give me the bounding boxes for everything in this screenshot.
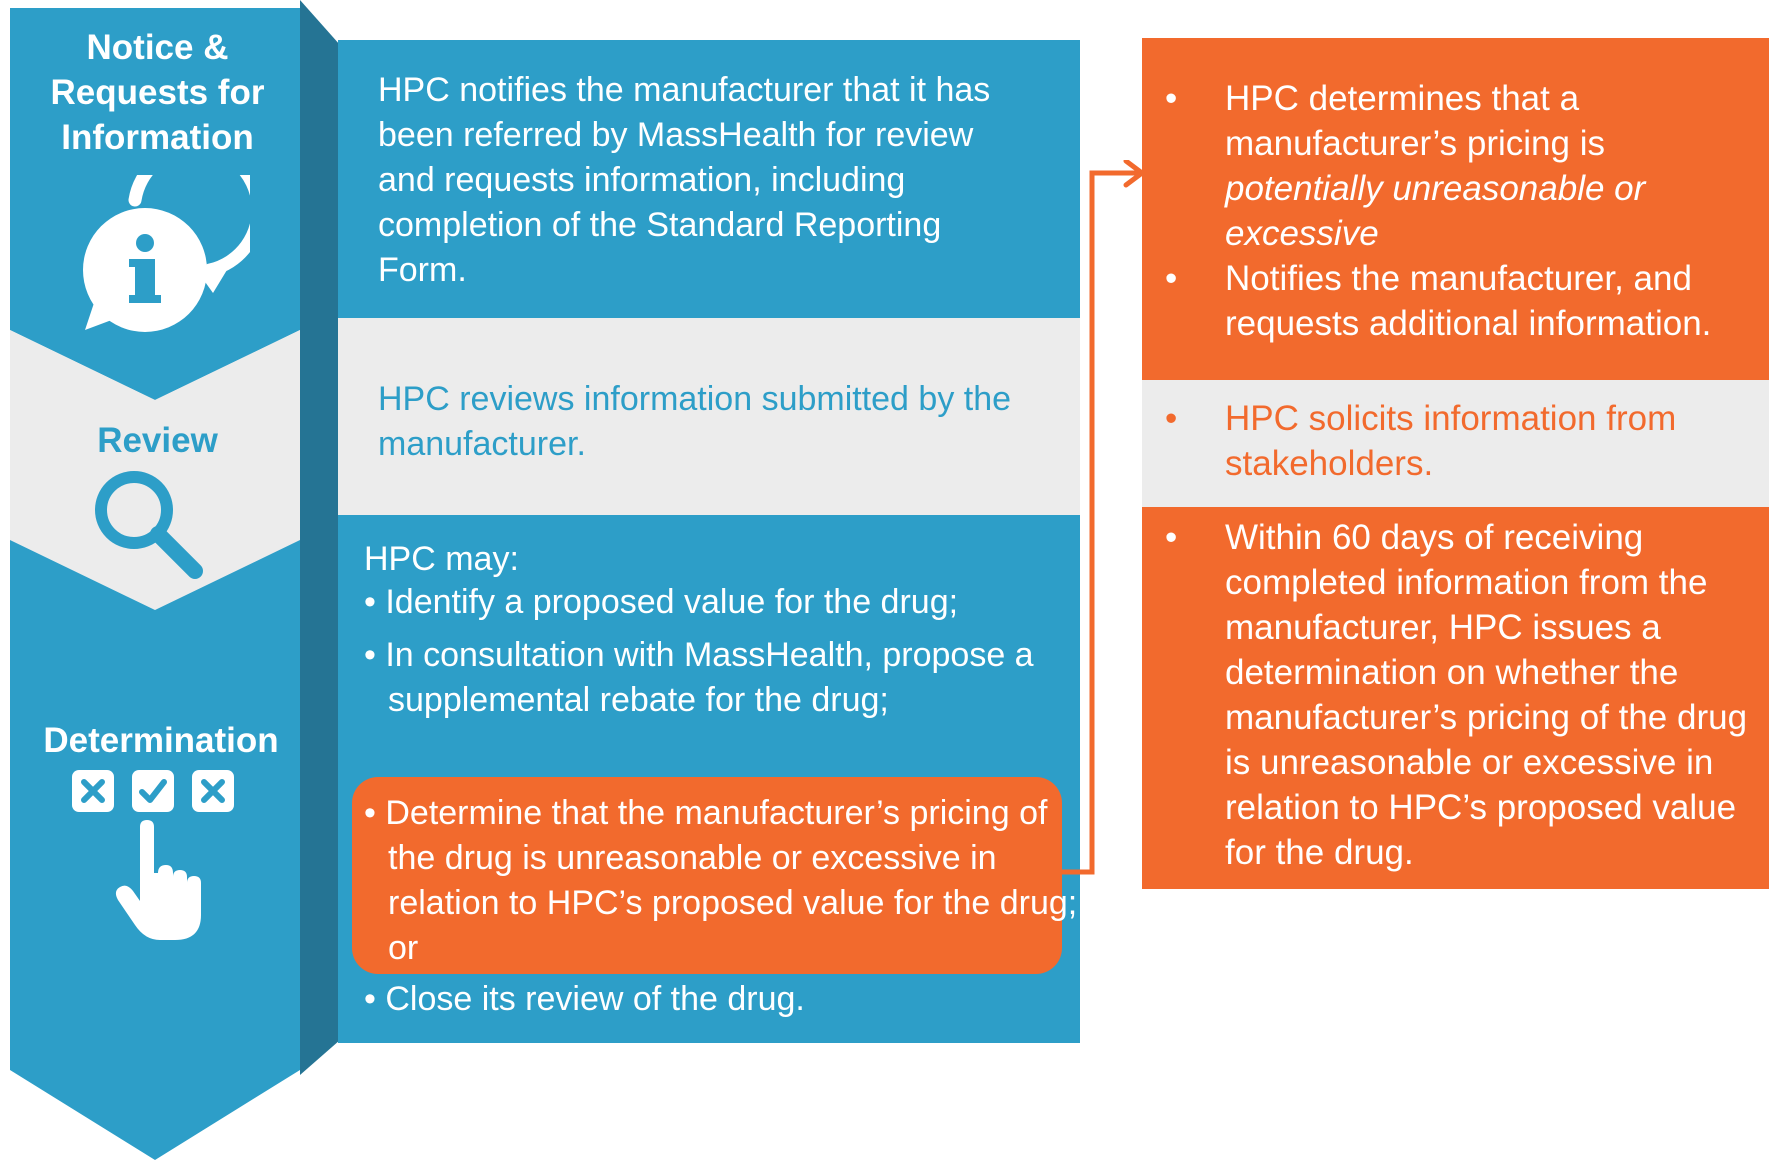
connector-arrow <box>1062 160 1145 875</box>
bullet-icon: • <box>1165 518 1178 557</box>
determination-item-2: • In consultation with MassHealth, propo… <box>364 636 1034 719</box>
process-chevron-column <box>10 0 340 1160</box>
box3-text: Within 60 days of receiving completed in… <box>1225 518 1748 872</box>
review-panel: HPC reviews information submitted by the… <box>338 318 1080 515</box>
box1-item-1: HPC determines that a manufacturer’s pri… <box>1225 76 1745 256</box>
chevron-side-strip <box>300 0 340 1075</box>
determination-highlight-box <box>352 777 1062 974</box>
box2-text: HPC solicits information from stakeholde… <box>1225 399 1677 483</box>
determination-intro: HPC may: <box>364 540 519 578</box>
hand-selecting-checkbox-icon <box>72 770 234 940</box>
bullet-icon: • <box>1165 79 1178 118</box>
box1-item-1-emphasis: potentially unreasonable or excessive <box>1225 169 1646 253</box>
final-determination-box <box>1142 507 1769 889</box>
info-speech-bubble-icon <box>83 175 250 332</box>
notice-chevron <box>10 8 300 400</box>
bullet-icon: • <box>1165 259 1178 298</box>
stakeholder-box <box>1142 380 1769 507</box>
notice-text: HPC notifies the manufacturer that it ha… <box>378 71 991 289</box>
review-chevron <box>10 330 300 610</box>
determination-item-3: • Determine that the manufacturer’s pric… <box>364 794 1078 967</box>
step-title-review: Review <box>97 421 218 460</box>
determination-item-1: • Identify a proposed value for the drug… <box>364 583 959 621</box>
review-text: HPC reviews information submitted by the… <box>378 380 1012 463</box>
magnifier-icon <box>95 471 203 579</box>
box1-item-2: Notifies the manufacturer, and requests … <box>1225 259 1712 343</box>
step-title-notice: Notice & Requests for Information <box>50 28 265 157</box>
bullet-icon: • <box>1165 399 1178 438</box>
box1-item-1-text: HPC determines that a manufacturer’s pri… <box>1225 79 1605 163</box>
step-title-determination: Determination <box>43 721 279 760</box>
determination-notice-box <box>1142 38 1769 380</box>
determination-item-4: • Close its review of the drug. <box>364 980 805 1018</box>
determination-chevron <box>10 540 300 1160</box>
notice-panel: HPC notifies the manufacturer that it ha… <box>338 40 1080 318</box>
